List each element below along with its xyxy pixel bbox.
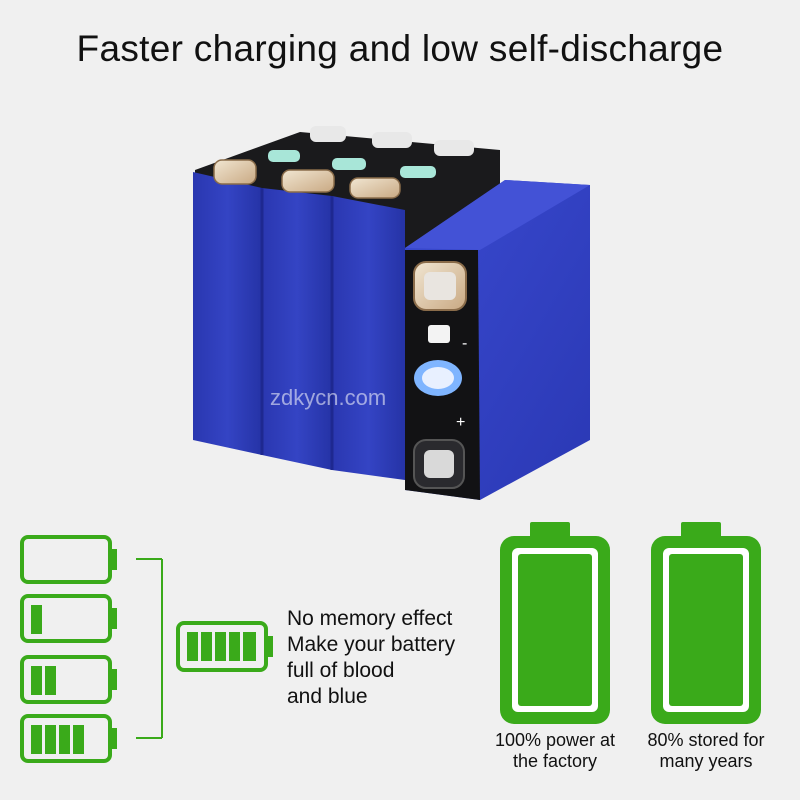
battery-full-icon	[20, 714, 117, 763]
battery-100-icon	[500, 522, 610, 724]
factory-caption-line-2: the factory	[512, 751, 598, 771]
stored-caption-line-2: many years	[659, 751, 753, 771]
watermark: zdkycn.com	[270, 385, 387, 410]
feature-line-4: and blue	[287, 685, 368, 708]
battery-charged-icon	[176, 621, 273, 672]
stored-caption-line-1: 80% stored for	[647, 730, 765, 750]
battery-low-icon	[20, 594, 117, 643]
feature-line-1: No memory effect	[287, 607, 453, 630]
headline: Faster charging and low self-discharge	[76, 28, 724, 69]
battery-80-icon	[651, 522, 761, 724]
negative-terminal-mark: -	[462, 335, 467, 352]
cell-front-2	[262, 188, 332, 470]
feature-line-3: full of blood	[287, 659, 395, 682]
feature-line-2: Make your battery	[287, 633, 456, 656]
factory-caption: 100% power at the factory	[475, 730, 635, 772]
stored-caption: 80% stored for many years	[626, 730, 786, 772]
cell-front-top	[405, 180, 590, 250]
cell-front-1	[193, 172, 262, 455]
factory-caption-line-1: 100% power at	[494, 730, 616, 750]
battery-empty-icon	[20, 535, 117, 584]
battery-cells-photo: - +	[193, 132, 590, 500]
feature-description: No memory effect Make your battery full …	[287, 606, 455, 710]
cell-front-3	[332, 196, 405, 480]
positive-terminal-mark: +	[456, 414, 465, 431]
battery-half-icon	[20, 655, 117, 704]
bracket-line	[136, 558, 163, 739]
